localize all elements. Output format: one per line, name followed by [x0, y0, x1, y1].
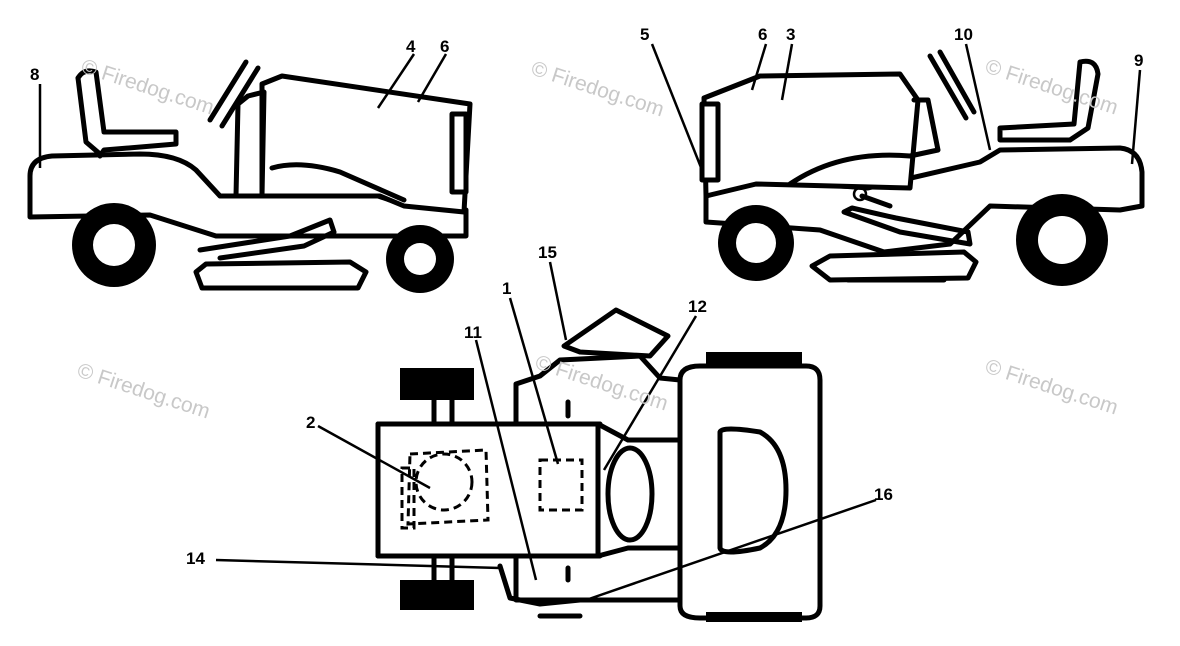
callout-6-right: 6: [758, 25, 767, 44]
callout-5: 5: [640, 25, 649, 44]
callout-14: 14: [186, 549, 205, 568]
callout-6-left: 6: [440, 37, 449, 56]
callout-3: 3: [786, 25, 795, 44]
callout-9: 9: [1134, 51, 1143, 70]
watermark-6: © Firedog.com: [982, 355, 1120, 420]
callout-15: 15: [538, 243, 557, 262]
watermark-3: © Firedog.com: [982, 55, 1120, 120]
callout-16: 16: [874, 485, 893, 504]
callout-8: 8: [30, 65, 39, 84]
watermark-2: © Firedog.com: [528, 57, 666, 122]
watermark-4: © Firedog.com: [74, 359, 212, 424]
left-side-view: [27, 59, 473, 293]
leader-lines: [38, 43, 1142, 602]
callout-2: 2: [306, 413, 315, 432]
callout-labels: 4 6 8 5 6 3 10 9 15 1 12 11 2 14 16: [30, 25, 1143, 568]
callout-4: 4: [406, 37, 416, 56]
callout-12: 12: [688, 297, 707, 316]
top-view: [375, 307, 823, 622]
callout-1: 1: [502, 279, 511, 298]
callout-11: 11: [464, 323, 482, 342]
callout-10: 10: [954, 25, 973, 44]
right-side-view: [699, 49, 1145, 286]
